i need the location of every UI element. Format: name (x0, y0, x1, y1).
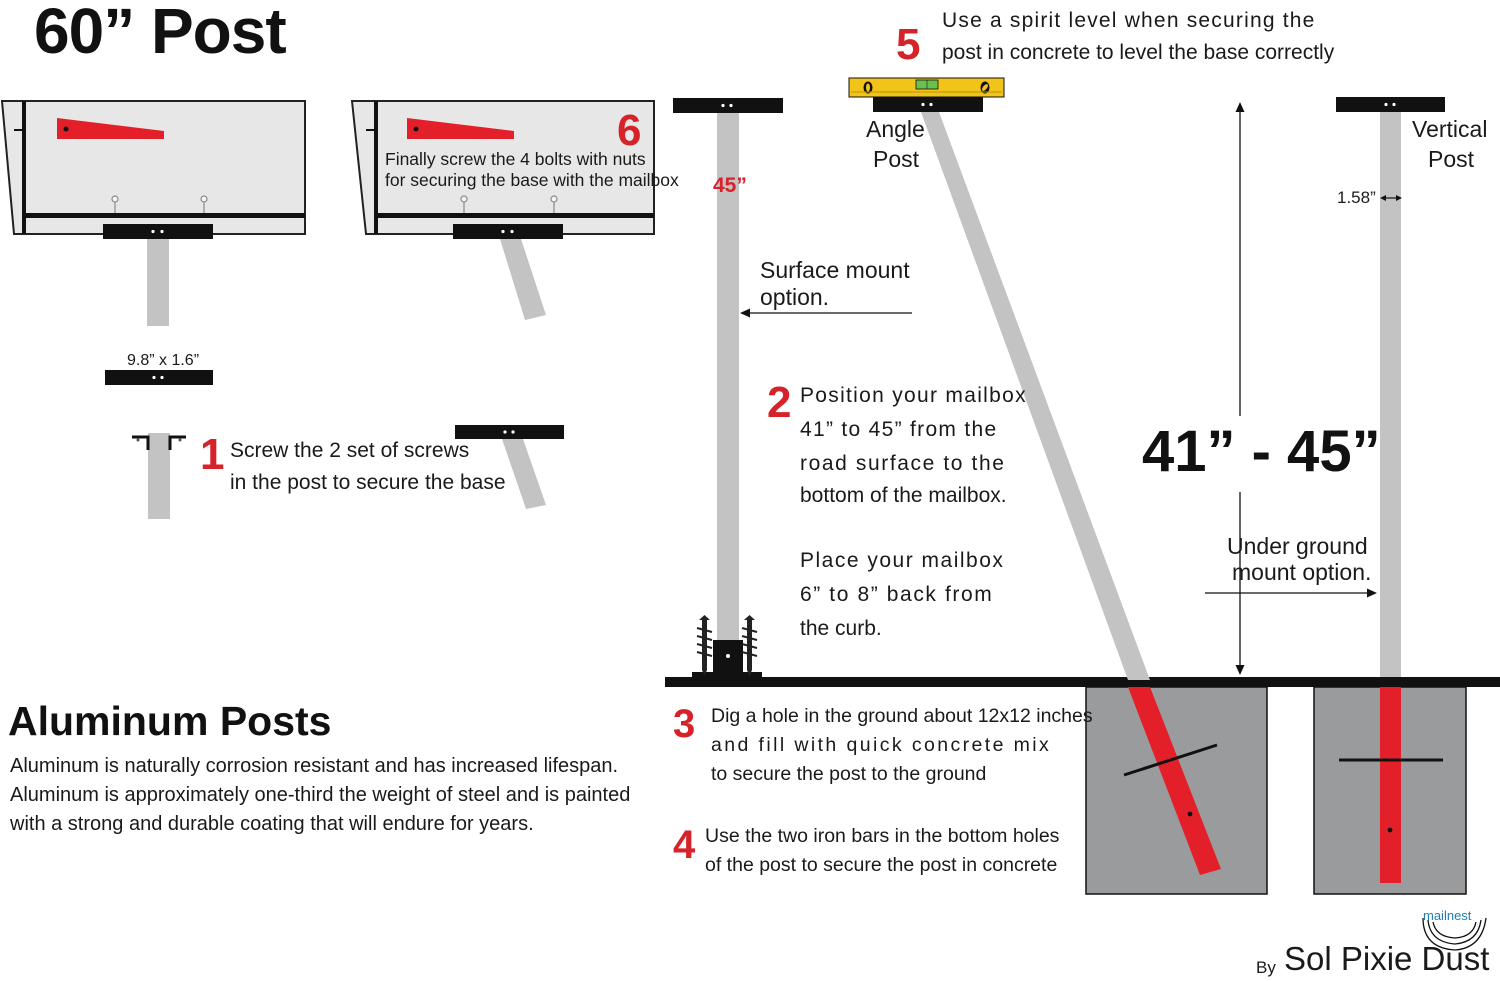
mailbox-illustration-1 (0, 100, 306, 326)
angle-post-underground (1128, 687, 1221, 875)
mailbox-flag-2 (407, 118, 514, 139)
base-plate-loose (105, 370, 213, 385)
step-6-line-2: for securing the base with the mailbox (385, 170, 679, 190)
step-2-line-7: the curb. (800, 617, 882, 640)
step-2-number: 2 (767, 378, 792, 427)
surface-mount-label-line-1: Surface mount (760, 257, 910, 283)
height-range-label: 41” - 45” (1142, 419, 1381, 484)
underground-arrow (1205, 588, 1377, 598)
step-3-number: 3 (673, 702, 696, 746)
ground-line (665, 677, 1500, 687)
step-4-line-1: Use the two iron bars in the bottom hole… (705, 825, 1060, 847)
step-4-number: 4 (673, 823, 696, 867)
step-6-number: 6 (617, 106, 642, 155)
aluminum-line-2: Aluminum is approximately one-third the … (10, 784, 631, 806)
angle-post-label-line-2: Post (873, 146, 920, 172)
mailnest-logo (1422, 917, 1487, 951)
credit-by: By (1256, 958, 1276, 977)
step-6-line-1: Finally screw the 4 bolts with nuts (385, 149, 646, 169)
angled-post-small (455, 425, 564, 509)
vertical-post-underground (1380, 687, 1401, 883)
step-2-line-1: Position your mailbox (800, 384, 1027, 407)
step-5-line-2: post in concrete to level the base corre… (942, 41, 1335, 64)
step-3-line-1: Dig a hole in the ground about 12x12 inc… (711, 705, 1093, 727)
step-4-line-2: of the post to secure the post in concre… (705, 854, 1058, 876)
aluminum-line-3: with a strong and durable coating that w… (10, 813, 534, 835)
underground-label-line-2: mount option. (1232, 559, 1372, 585)
step-2-line-4: bottom of the mailbox. (800, 484, 1007, 507)
spirit-level (848, 77, 1005, 98)
surface-mount-post (673, 98, 783, 678)
base-plate-1 (103, 224, 213, 239)
mailbox-flag-1 (57, 118, 164, 139)
step-2-line-6: 6” to 8” back from (800, 583, 994, 606)
angle-post-label-line-1: Angle (866, 116, 925, 142)
base-plate-2 (453, 224, 563, 239)
post-height-label: 45” (713, 174, 747, 197)
vertical-post (1336, 97, 1445, 883)
vertical-post-label-line-1: Vertical (1412, 116, 1488, 142)
step-3-line-2: and fill with quick concrete mix (711, 734, 1052, 756)
post-stub-1 (147, 239, 169, 326)
underground-label-line-1: Under ground (1227, 533, 1368, 559)
surface-mount-label-line-2: option. (760, 284, 830, 310)
step-2-line-5: Place your mailbox (800, 549, 1005, 572)
step-2-line-3: road surface to the (800, 452, 1006, 475)
height-dimension-arrow (1235, 102, 1245, 675)
surface-mount-arrow (740, 308, 912, 318)
credit-name: Sol Pixie Dust (1284, 940, 1490, 977)
logo-text: mailnest (1423, 908, 1472, 923)
mailbox-illustration-2 (350, 100, 655, 320)
width-arrow (1380, 195, 1402, 201)
step-2-line-2: 41” to 45” from the (800, 418, 998, 441)
post-width-label: 1.58” (1337, 188, 1376, 207)
step-3-line-3: to secure the post to the ground (711, 763, 987, 785)
step-1-number: 1 (200, 430, 225, 479)
step-5-number: 5 (896, 20, 921, 69)
page-title: 60” Post (34, 0, 287, 67)
vertical-post-label-line-2: Post (1428, 146, 1475, 172)
angled-post-stub-2 (500, 239, 546, 320)
base-size-label: 9.8” x 1.6” (127, 352, 200, 369)
step-5-line-1: Use a spirit level when securing the (942, 9, 1316, 32)
aluminum-heading: Aluminum Posts (8, 698, 332, 744)
step-1-line-2: in the post to secure the base (230, 471, 506, 494)
angle-post (873, 97, 1221, 875)
aluminum-line-1: Aluminum is naturally corrosion resistan… (10, 755, 619, 777)
post-with-bracket (132, 433, 186, 519)
step-1-line-1: Screw the 2 set of screws (230, 439, 470, 462)
